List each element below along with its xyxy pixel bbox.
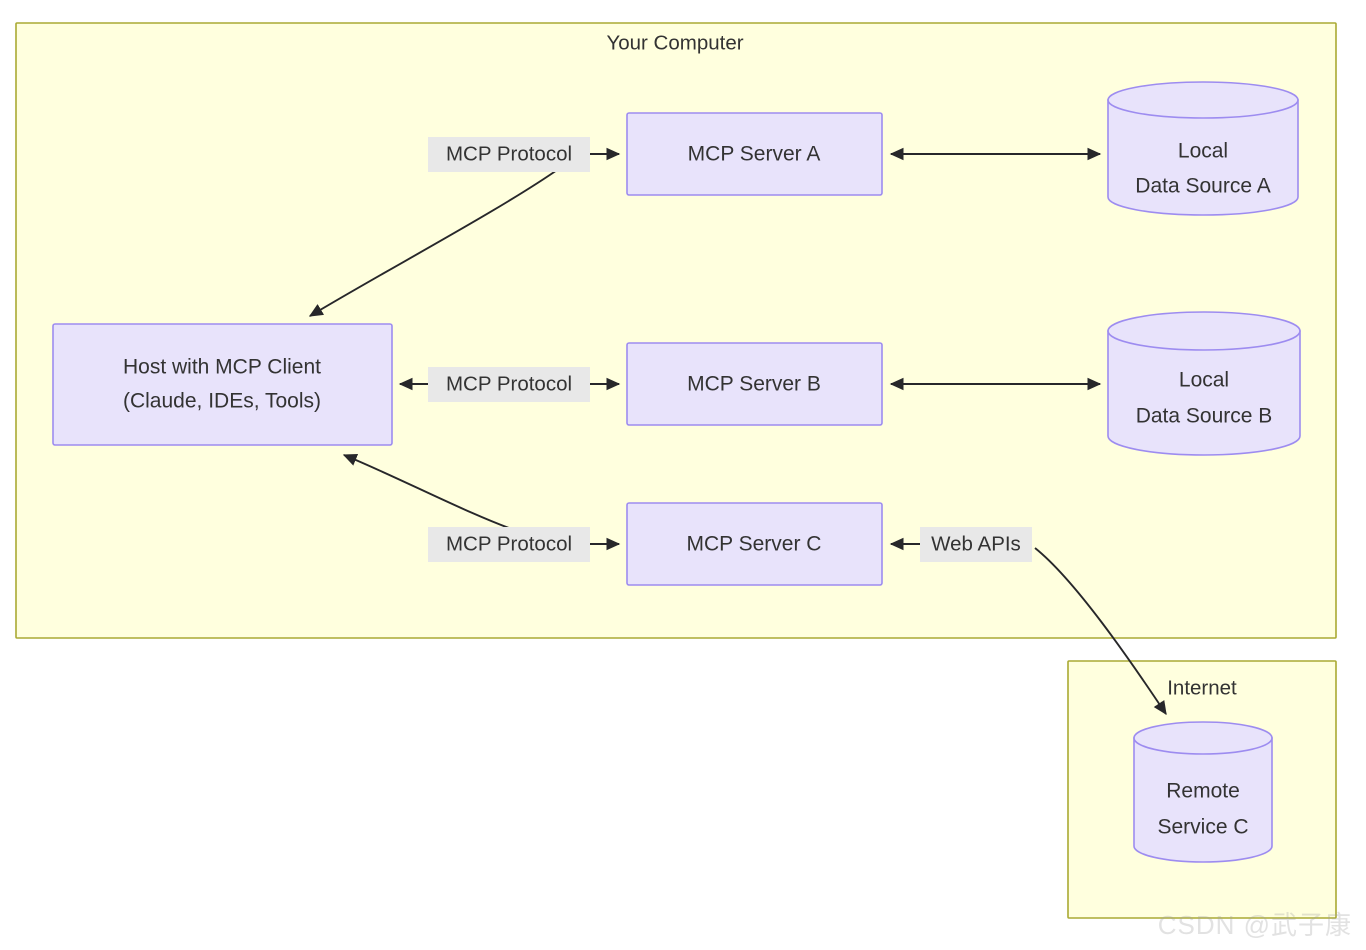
node-remote-service-c-label-line2: Service C bbox=[1157, 816, 1248, 839]
node-data-source-a-label-line1: Local bbox=[1178, 140, 1228, 163]
node-data-source-b-label-line1: Local bbox=[1179, 369, 1229, 392]
node-data-source-a-top bbox=[1107, 81, 1299, 119]
node-server-c-label: MCP Server C bbox=[687, 533, 822, 556]
node-server-b[interactable]: MCP Server B bbox=[626, 342, 883, 426]
edge-server-a-to-host bbox=[308, 167, 561, 317]
cluster-internet-label: Internet bbox=[1167, 676, 1237, 699]
edge-label-mcp-protocol-b: MCP Protocol bbox=[428, 367, 590, 402]
edge-label-mcp-protocol-a-bg bbox=[428, 137, 590, 172]
node-server-a-rect[interactable] bbox=[626, 112, 883, 196]
cluster-your-computer-label: Your Computer bbox=[606, 31, 743, 54]
edge-label-mcp-protocol-c-bg bbox=[428, 527, 590, 562]
node-data-source-a[interactable]: Local Data Source A bbox=[1107, 81, 1299, 216]
node-server-a-label: MCP Server A bbox=[688, 143, 821, 166]
node-server-b-label: MCP Server B bbox=[687, 373, 821, 396]
edge-label-web-apis-text: Web APIs bbox=[931, 532, 1021, 555]
node-data-source-a-label-line2: Data Source A bbox=[1135, 175, 1270, 198]
node-data-source-b-body[interactable] bbox=[1107, 330, 1301, 456]
edge-label-mcp-protocol-b-bg bbox=[428, 367, 590, 402]
cluster-your-computer-rect bbox=[15, 22, 1337, 639]
edge-server-c-to-host bbox=[342, 453, 521, 533]
node-data-source-b-label-line2: Data Source B bbox=[1136, 405, 1273, 428]
node-host-label-line1: Host with MCP Client bbox=[123, 356, 321, 379]
node-host-label-line2: (Claude, IDEs, Tools) bbox=[123, 390, 321, 413]
node-data-source-b[interactable]: Local Data Source B bbox=[1107, 311, 1301, 456]
node-server-c[interactable]: MCP Server C bbox=[626, 502, 883, 586]
node-server-a[interactable]: MCP Server A bbox=[626, 112, 883, 196]
csdn-watermark: CSDN @武子康 bbox=[1157, 910, 1352, 940]
node-host[interactable]: Host with MCP Client (Claude, IDEs, Tool… bbox=[52, 323, 393, 446]
node-server-c-rect[interactable] bbox=[626, 502, 883, 586]
node-remote-service-c[interactable]: Remote Service C bbox=[1133, 721, 1273, 863]
edge-web-apis-to-remote-service-c bbox=[1034, 547, 1167, 716]
node-server-b-rect[interactable] bbox=[626, 342, 883, 426]
node-data-source-b-top bbox=[1107, 311, 1301, 351]
edge-label-mcp-protocol-b-text: MCP Protocol bbox=[446, 372, 572, 395]
edge-label-web-apis-bg bbox=[920, 527, 1032, 562]
node-remote-service-c-top bbox=[1133, 721, 1273, 755]
edge-label-mcp-protocol-a-text: MCP Protocol bbox=[446, 142, 572, 165]
edge-label-mcp-protocol-c: MCP Protocol bbox=[428, 527, 590, 562]
edge-label-mcp-protocol-a: MCP Protocol bbox=[428, 137, 590, 172]
edge-label-mcp-protocol-c-text: MCP Protocol bbox=[446, 532, 572, 555]
node-data-source-a-body[interactable] bbox=[1107, 99, 1299, 216]
node-remote-service-c-label-line1: Remote bbox=[1166, 780, 1240, 803]
node-host-rect[interactable] bbox=[52, 323, 393, 446]
edge-label-web-apis: Web APIs bbox=[920, 527, 1032, 562]
node-remote-service-c-body[interactable] bbox=[1133, 737, 1273, 863]
cluster-your-computer: Your Computer bbox=[15, 22, 1337, 639]
